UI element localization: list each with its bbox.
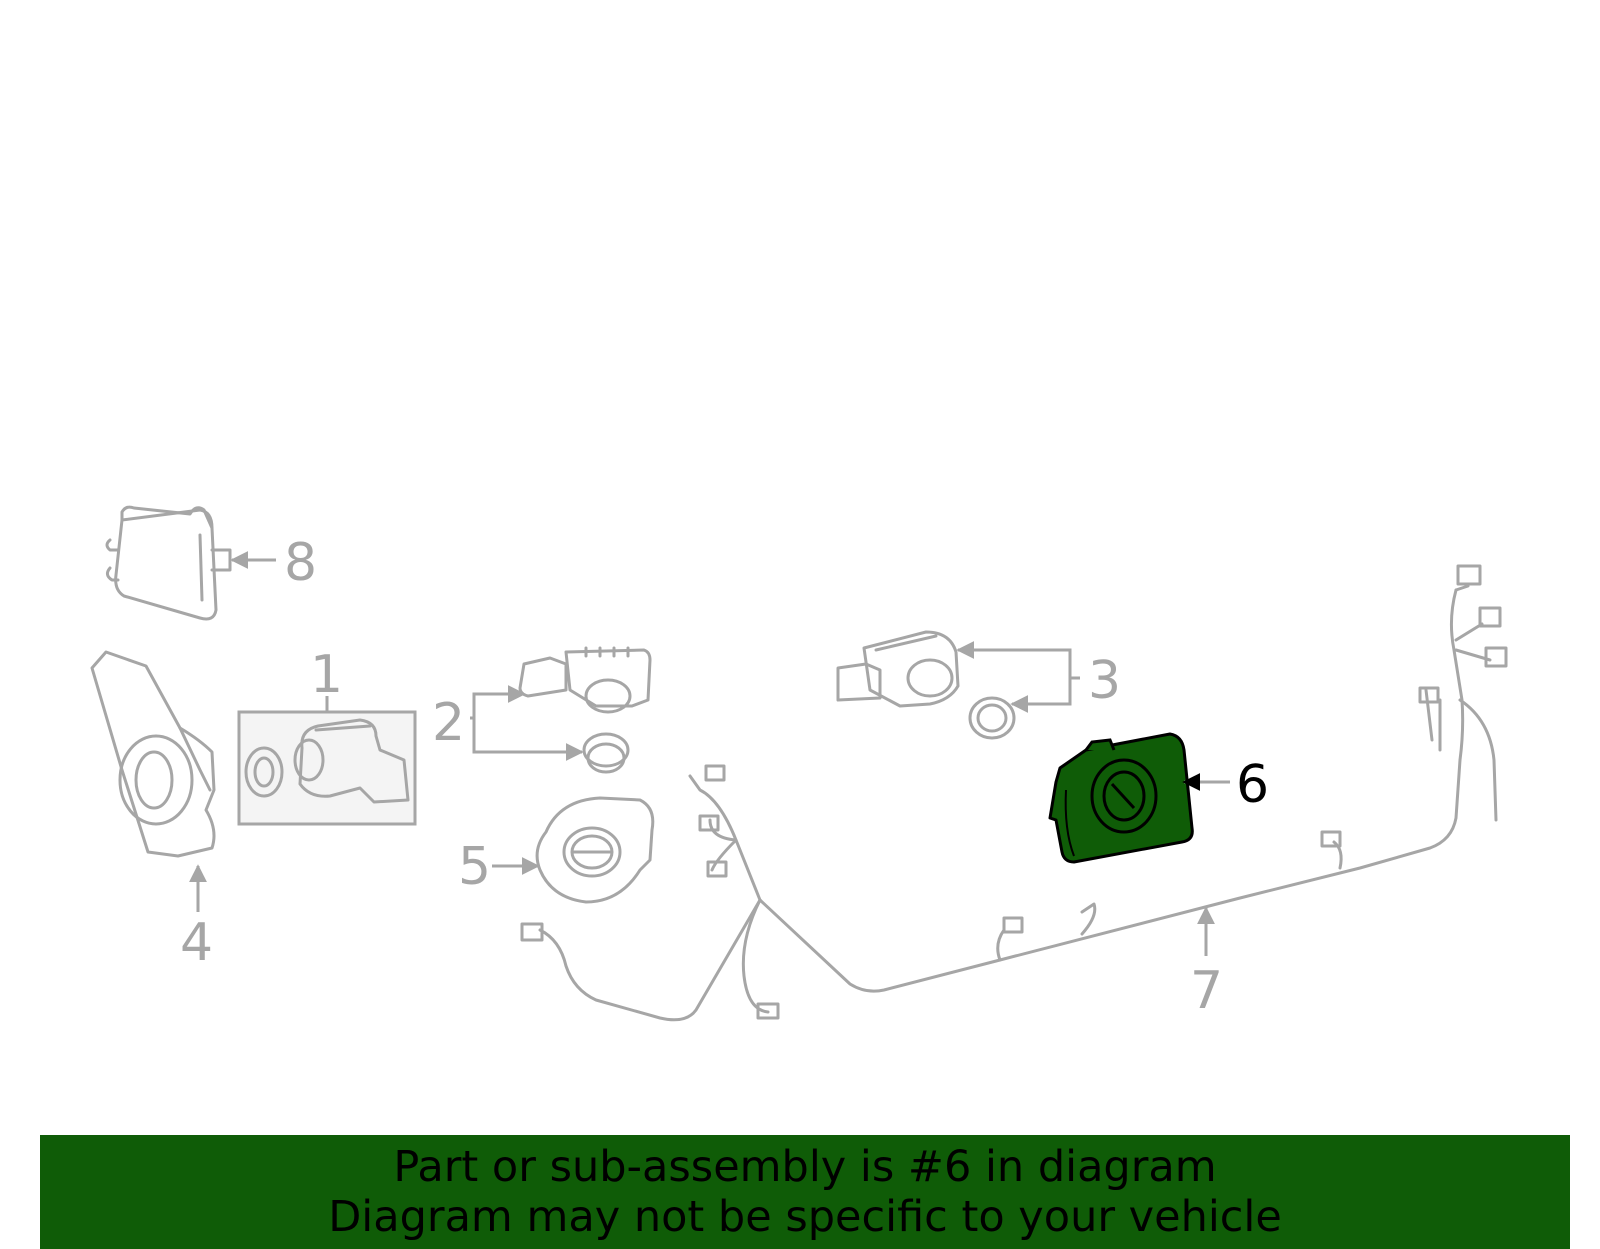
callout-2: 2 [432, 693, 465, 753]
callout-4: 4 [180, 913, 213, 973]
callout-5: 5 [458, 837, 491, 897]
banner-line-1: Part or sub-assembly is #6 in diagram [393, 1142, 1217, 1192]
part-8-control-module[interactable] [105, 505, 232, 621]
part-4-sensor-bracket[interactable] [90, 650, 216, 858]
leader-2 [470, 692, 582, 754]
part-3-sensor-assembly[interactable] [836, 630, 1016, 740]
callout-8: 8 [284, 533, 317, 593]
callout-1: 1 [310, 645, 343, 705]
callout-7: 7 [1190, 961, 1223, 1021]
part-7-wiring-harness[interactable] [520, 564, 1508, 1022]
part-5-sensor-retainer[interactable] [535, 796, 655, 904]
leader-3 [958, 648, 1080, 706]
info-banner: Part or sub-assembly is #6 in diagram Di… [40, 1135, 1570, 1249]
part-1-sensor-kit[interactable] [237, 710, 417, 826]
callout-3: 3 [1088, 651, 1121, 711]
banner-line-2: Diagram may not be specific to your vehi… [328, 1192, 1282, 1242]
part-6-highlighted-bracket[interactable] [1048, 732, 1194, 864]
callout-6: 6 [1236, 755, 1269, 815]
